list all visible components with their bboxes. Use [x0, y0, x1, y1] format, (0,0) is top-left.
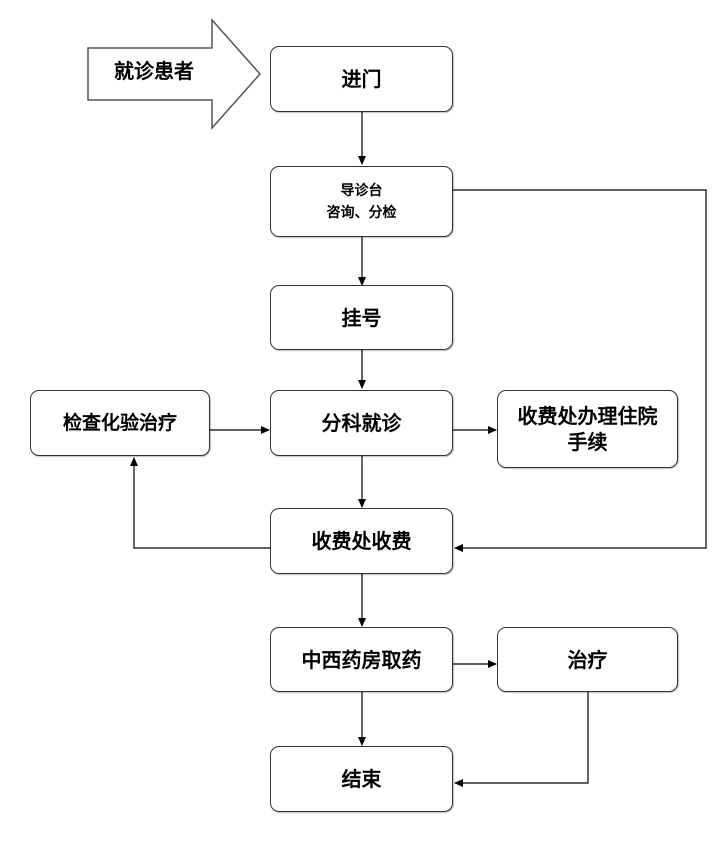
node-end: 结束: [270, 746, 453, 812]
node-pharmacy: 中西药房取药: [270, 627, 453, 692]
node-consult: 分科就诊: [270, 390, 453, 456]
node-guide-line1: 导诊台: [340, 182, 383, 199]
node-guide-line2: 咨询、分检: [326, 204, 397, 221]
node-inpatient-line1: 收费处办理住院: [517, 404, 658, 428]
entry-label: 就诊患者: [114, 59, 194, 83]
entry-arrow-shape: [87, 18, 262, 130]
node-treatment: 治疗: [497, 627, 678, 692]
node-exam: 检查化验治疗: [30, 390, 210, 456]
connector-guide-to-cashier: [453, 189, 707, 552]
node-exam-label: 检查化验治疗: [62, 412, 177, 434]
node-cashier-label: 收费处收费: [311, 529, 412, 553]
node-register: 挂号: [270, 285, 453, 350]
node-inpatient: 收费处办理住院 手续: [497, 390, 678, 468]
node-enter-label: 进门: [341, 67, 382, 91]
node-cashier: 收费处收费: [270, 508, 453, 574]
node-register-label: 挂号: [341, 305, 382, 330]
node-treatment-label: 治疗: [567, 647, 608, 672]
connector-treatment-to-end: [454, 692, 589, 787]
node-end-label: 结束: [341, 767, 382, 791]
node-pharmacy-label: 中西药房取药: [301, 647, 422, 672]
node-guide: 导诊台 咨询、分检: [270, 166, 453, 237]
node-enter: 进门: [270, 46, 453, 112]
node-inpatient-line2: 手续: [567, 430, 608, 454]
connector-cashier-to-exam: [130, 457, 270, 549]
node-consult-label: 分科就诊: [321, 411, 402, 435]
